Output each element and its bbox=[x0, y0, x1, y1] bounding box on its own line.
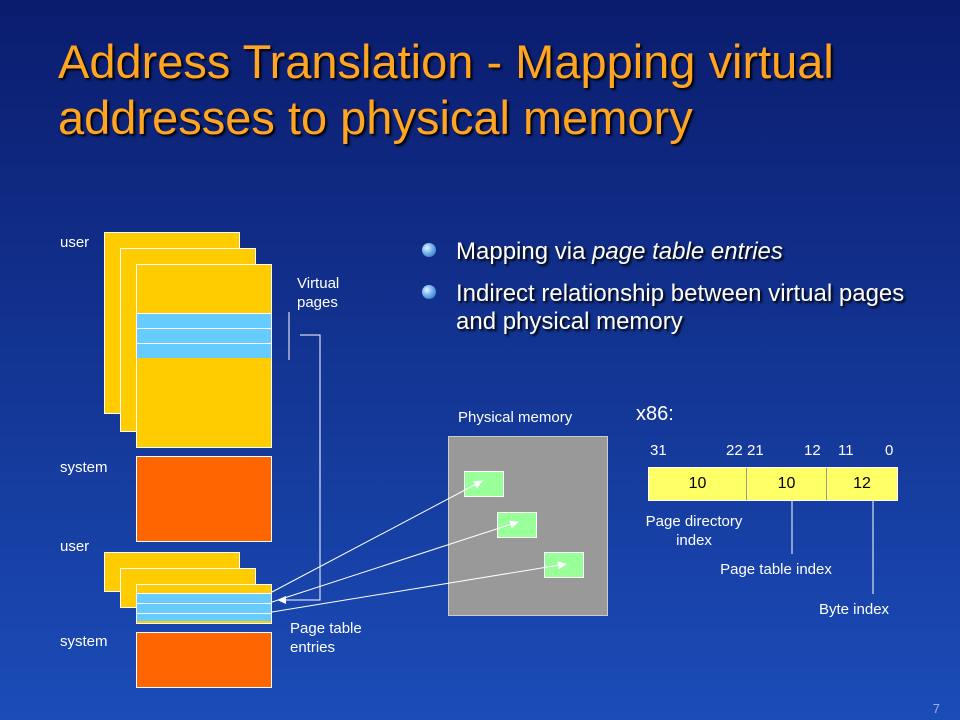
bit-0: 0 bbox=[885, 442, 894, 459]
virtual-page-front bbox=[136, 264, 272, 448]
field-page-directory: 10 bbox=[688, 475, 707, 492]
bullet-dot-icon bbox=[422, 285, 436, 299]
slide-title: Address Translation - Mapping virtual ad… bbox=[58, 35, 834, 144]
bullet-text: Indirect relationship between virtual pa… bbox=[456, 280, 905, 335]
pte-to-frame-arrow bbox=[271, 520, 519, 603]
bullet-text: Mapping via bbox=[456, 238, 593, 265]
system-space bbox=[136, 456, 272, 542]
label-user-top: user bbox=[60, 234, 90, 251]
label-x86: x86: bbox=[636, 403, 674, 425]
pte-stripe bbox=[137, 328, 271, 343]
bullet-indirect: Indirect relationship between virtual pa… bbox=[418, 280, 918, 336]
pte-stripe bbox=[137, 593, 271, 603]
pte-stripe bbox=[137, 313, 271, 328]
bit-21: 21 bbox=[747, 442, 764, 459]
virtual-to-pte-arrow bbox=[277, 334, 321, 604]
x86-address-bar: 10 10 12 bbox=[648, 467, 898, 501]
label-physical-memory: Physical memory bbox=[458, 409, 573, 426]
bullet-mapping: Mapping via page table entries bbox=[418, 238, 918, 266]
bit-12: 12 bbox=[804, 442, 821, 459]
pte-to-frame-arrow bbox=[271, 480, 483, 593]
label-user-bottom: user bbox=[60, 538, 90, 555]
pte-stripe bbox=[137, 343, 271, 358]
page-number: 7 bbox=[932, 701, 940, 716]
label-system-top: system bbox=[60, 459, 108, 476]
field-byte: 12 bbox=[826, 468, 897, 500]
system-space bbox=[136, 632, 272, 688]
bit-31: 31 bbox=[650, 442, 667, 459]
label-byte-index: Byte index bbox=[819, 601, 890, 618]
physical-frame bbox=[464, 471, 504, 497]
bullet-list: Mapping via page table entries Indirect … bbox=[418, 238, 918, 350]
label-virtual-pages: Virtual pages bbox=[297, 275, 340, 311]
bit-11: 11 bbox=[838, 442, 854, 459]
label-page-directory-index: Page directory index bbox=[645, 513, 743, 549]
pte-stripe bbox=[137, 613, 271, 621]
pte-stripe bbox=[137, 603, 271, 613]
label-page-table-entries: Page table entries bbox=[290, 620, 362, 656]
pte-to-frame-arrow bbox=[271, 561, 567, 613]
bullet-emphasis: page table entries bbox=[592, 238, 783, 265]
label-system-bottom: system bbox=[60, 633, 108, 650]
label-page-table-index: Page table index bbox=[720, 561, 832, 578]
bit-22: 22 bbox=[726, 442, 743, 459]
bullet-dot-icon bbox=[422, 243, 436, 257]
virtual-page-front bbox=[136, 584, 272, 624]
field-page-table: 10 bbox=[746, 468, 826, 500]
